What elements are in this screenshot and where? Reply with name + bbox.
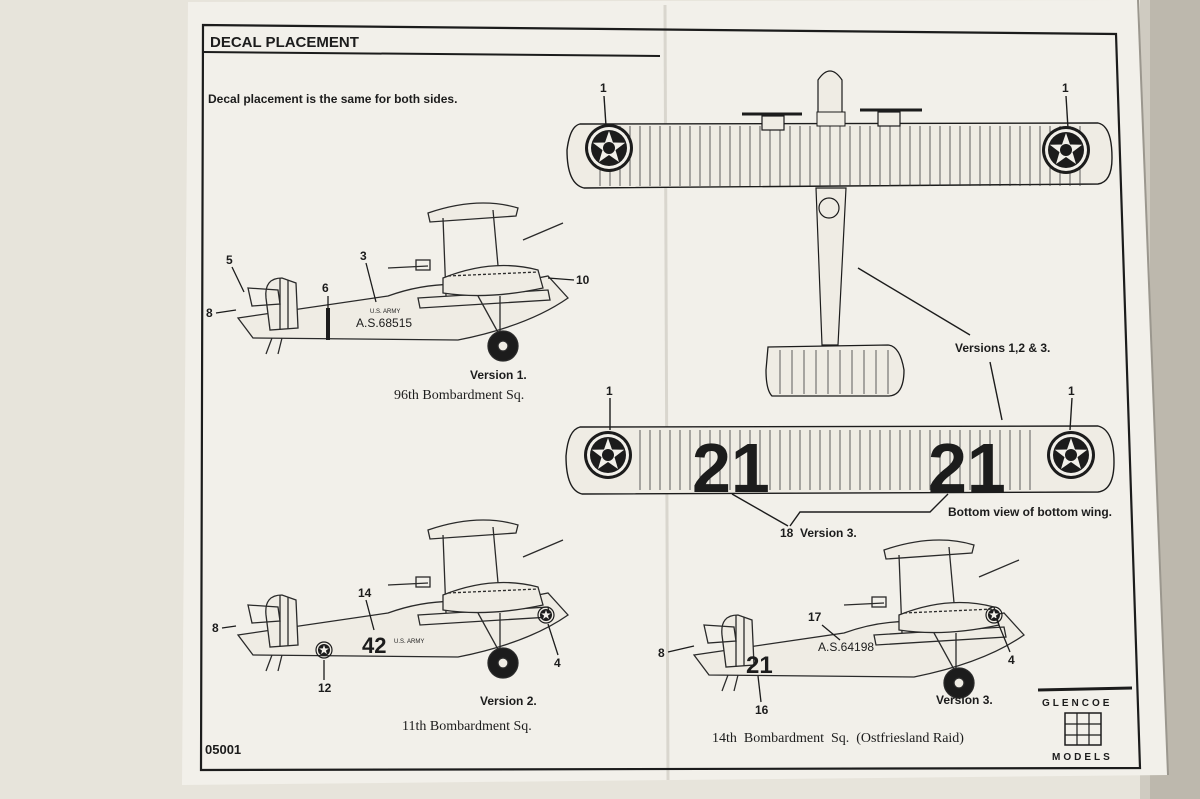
callout-v1-8: 8 [206, 306, 213, 320]
logo-bottom-text: MODELS [1052, 752, 1113, 763]
v3-serial: A.S.64198 [818, 640, 874, 654]
version-3-aircraft: 21 A.S.64198 [693, 539, 1025, 699]
bottom-wing-roundel-left [584, 431, 632, 479]
callout-v3-16: 16 [755, 703, 769, 717]
bottom-wing-roundel-right [1047, 431, 1095, 479]
v2-number: 42 [362, 633, 386, 658]
version-1-label: Version 1. [470, 368, 527, 382]
sheet-header: DECAL PLACEMENT [210, 34, 359, 51]
logo-top-text: GLENCOE [1042, 698, 1112, 709]
sheet-code: 05001 [205, 742, 241, 757]
callout-v1-6: 6 [322, 281, 329, 295]
paper-sheet [182, 0, 1168, 785]
callout-18: 18 [780, 526, 794, 540]
callout-top-wing-right: 1 [1062, 81, 1069, 95]
callout-bottom-wing-left: 1 [606, 384, 613, 398]
callout-bottom-wing-right: 1 [1068, 384, 1075, 398]
callout-v1-3: 3 [360, 249, 367, 263]
wing-number-right: 21 [928, 429, 1006, 507]
version-3-squadron: 14th Bombardment Sq. (Ostfriesland Raid) [712, 731, 964, 746]
sheet-border [199, 23, 1142, 772]
v1-serial: A.S.68515 [356, 316, 412, 330]
top-wing [566, 122, 1113, 189]
version-1-aircraft: U.S. ARMY A.S.68515 [237, 202, 569, 362]
sheet-note: Decal placement is the same for both sid… [208, 92, 457, 106]
callout-v3-8: 8 [658, 646, 665, 660]
bottom-wing-view: 21 21 [565, 425, 1115, 507]
callout-v2-4: 4 [554, 656, 561, 670]
version-2-aircraft: 42 U.S. ARMY [237, 519, 569, 679]
glencoe-logo: GLENCOE MODELS [1037, 686, 1133, 763]
callout-v2-12: 12 [318, 681, 332, 695]
top-wing-roundel-left [585, 124, 633, 172]
v1-army-text: U.S. ARMY [370, 309, 400, 315]
wing-number-left: 21 [692, 429, 770, 507]
callout-v3-17: 17 [808, 610, 822, 624]
versions-1-2-3-label: Versions 1,2 & 3. [955, 341, 1050, 355]
callout-v1-10: 10 [576, 273, 590, 287]
v3-number: 21 [746, 652, 773, 679]
callout-v1-5: 5 [226, 253, 233, 267]
top-view-aircraft [566, 70, 1113, 397]
callout-v2-8: 8 [212, 621, 219, 635]
bottom-wing-label: Bottom view of bottom wing. [948, 505, 1112, 519]
callout-v3-4: 4 [1008, 653, 1015, 667]
version-3-callout: Version 3. [800, 526, 857, 540]
version-3-label: Version 3. [936, 693, 993, 707]
callout-top-wing-left: 1 [600, 81, 607, 95]
top-wing-roundel-right [1042, 126, 1090, 174]
version-1-squadron: 96th Bombardment Sq. [394, 388, 524, 403]
callout-v2-14: 14 [358, 586, 372, 600]
version-2-squadron: 11th Bombardment Sq. [402, 719, 532, 734]
version-2-label: Version 2. [480, 694, 537, 708]
v2-army-text: U.S. ARMY [394, 639, 424, 645]
